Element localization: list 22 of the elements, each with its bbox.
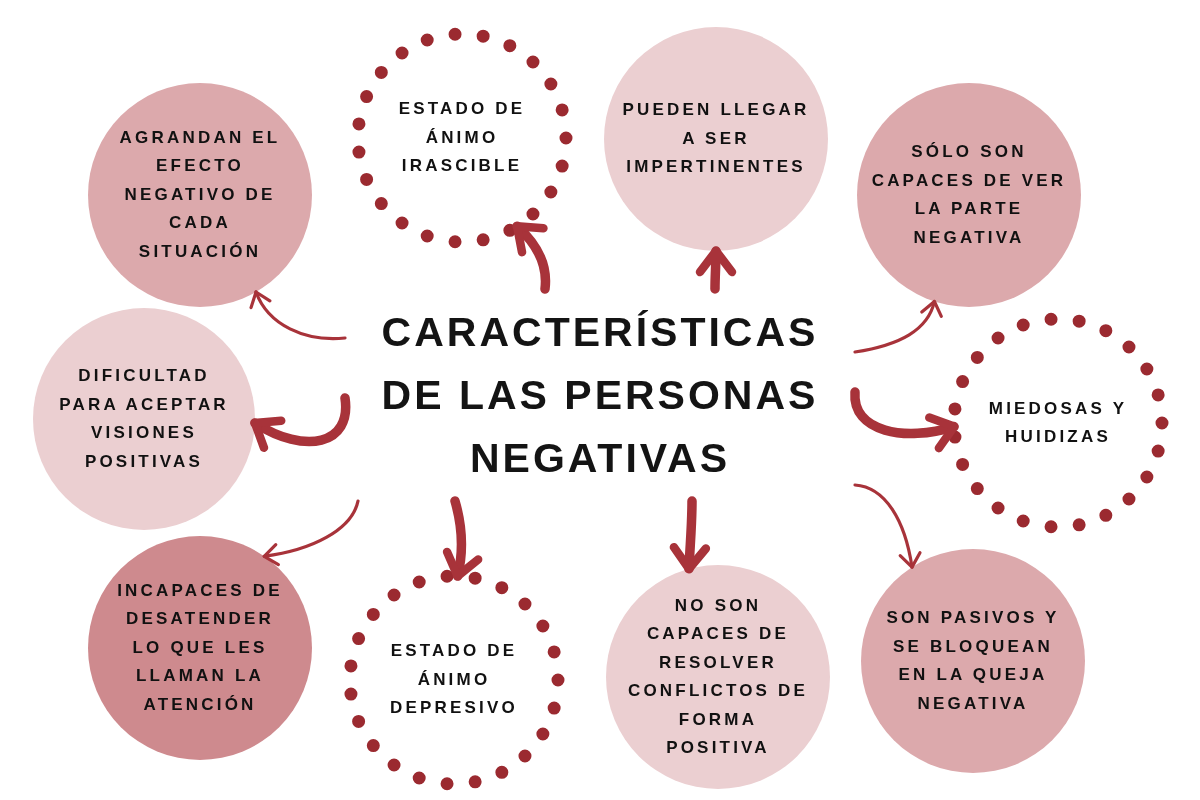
- dotted-circle: [351, 27, 573, 249]
- node-text: DIFICULTAD PARA ACEPTAR VISIONES POSITIVAS: [58, 365, 230, 473]
- arrow: [250, 290, 347, 341]
- node-text: SON PASIVOS Y SE BLOQUEAN EN LA QUEJA NEGATIVA: [885, 607, 1061, 715]
- node-text: AGRANDAN EL EFECTO NEGATIVO DE CADA SITUACIÓN: [118, 126, 282, 263]
- dotted-circle: [343, 569, 565, 791]
- arrow: [442, 496, 482, 581]
- arrow: [853, 299, 942, 354]
- arrow: [669, 496, 711, 574]
- arrow: [262, 499, 360, 566]
- arrow: [512, 221, 551, 294]
- dotted-circle: [947, 312, 1169, 534]
- title-text: CARACTERÍSTICAS DE LAS PERSONAS NEGATIVAS: [380, 307, 820, 483]
- arrow: [853, 483, 922, 569]
- node-text: SÓLO SON CAPACES DE VER LA PARTE NEGATIVA: [870, 141, 1068, 249]
- node-text: ESTADO DE ÁNIMO DEPRESIVO: [389, 640, 519, 720]
- node-text: PUEDEN LLEGAR A SER IMPERTINENTES: [621, 99, 811, 179]
- node-text: NO SON CAPACES DE RESOLVER CONFLICTOS DE FORMA POSITIVA: [626, 594, 810, 759]
- node-text: INCAPACES DE DESATENDER LO QUE LES LLAMAN LA ATENCIÓN: [116, 579, 284, 716]
- arrow: [695, 246, 737, 294]
- node-text: MIEDOSAS Y HUIDIZAS: [987, 397, 1129, 448]
- node-text: ESTADO DE ÁNIMO IRASCIBLE: [397, 98, 527, 178]
